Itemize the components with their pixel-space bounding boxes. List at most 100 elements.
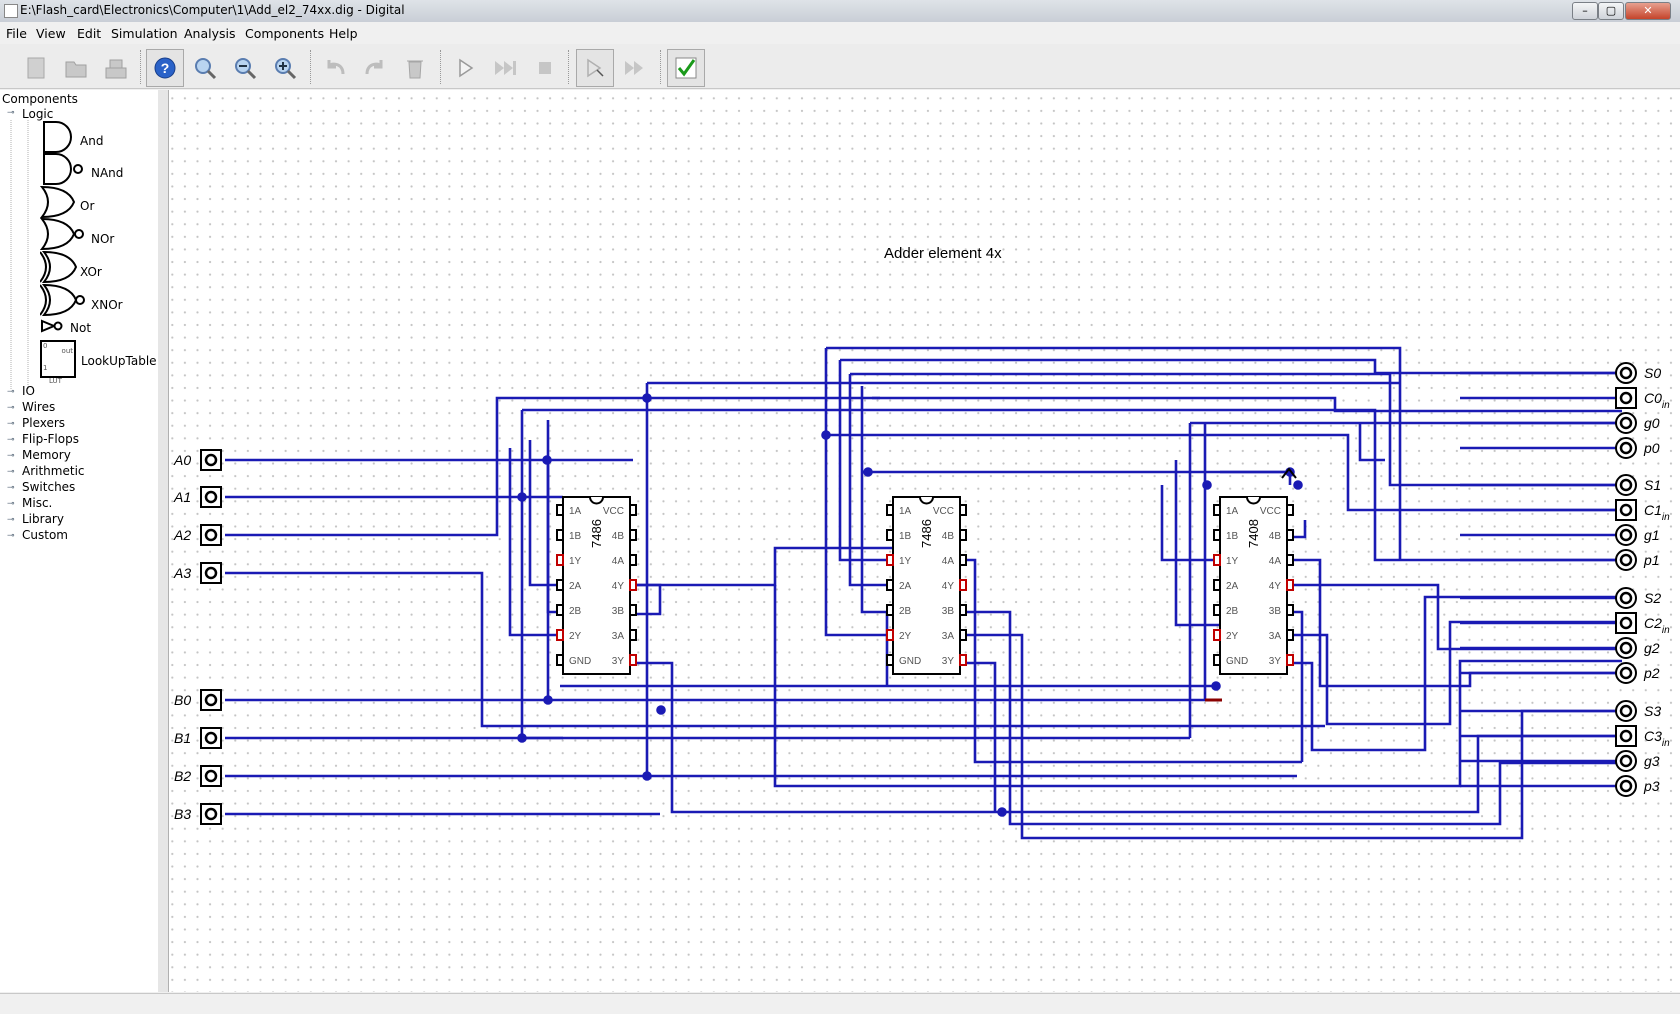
lut-icon[interactable]: out 0 1 LUT	[40, 340, 76, 385]
wire-net[interactable]	[225, 346, 1622, 840]
menu-simulation[interactable]: Simulation	[111, 26, 178, 41]
sidebar-item-xnor[interactable]: XNOr	[91, 298, 123, 312]
expand-icon[interactable]: ⊸	[7, 515, 15, 525]
xnor-gate-icon[interactable]	[40, 283, 90, 317]
tree-node-arithmetic[interactable]: Arithmetic	[22, 464, 85, 478]
tree-node-library[interactable]: Library	[22, 512, 64, 526]
ic-pin	[556, 529, 564, 541]
output-c3in[interactable]: C3in	[1615, 725, 1670, 749]
expand-icon[interactable]: ⊸	[7, 483, 15, 493]
output-s0[interactable]: S0	[1615, 362, 1661, 384]
splitter-handle[interactable]	[158, 90, 169, 992]
tree-node-wires[interactable]: Wires	[22, 400, 56, 414]
new-file-button[interactable]	[17, 49, 55, 87]
output-s2[interactable]: S2	[1615, 587, 1661, 609]
menu-analysis[interactable]: Analysis	[184, 26, 236, 41]
ic-pin	[959, 629, 967, 641]
single-step-button[interactable]	[576, 49, 614, 87]
input-a3[interactable]: A3	[173, 562, 222, 584]
nor-gate-icon[interactable]	[40, 217, 90, 251]
input-a0[interactable]: A0	[173, 449, 222, 471]
output-s3[interactable]: S3	[1615, 700, 1661, 722]
input-b2[interactable]: B2	[174, 765, 222, 787]
sidebar-item-and[interactable]: And	[80, 134, 104, 148]
menu-file[interactable]: File	[6, 26, 27, 41]
output-s1[interactable]: S1	[1615, 474, 1661, 496]
output-g2[interactable]: g2	[1615, 637, 1660, 659]
expand-icon[interactable]: ⊸	[7, 387, 15, 397]
start-simulation-button[interactable]	[446, 49, 484, 87]
run-fast-button[interactable]	[486, 49, 524, 87]
expand-icon[interactable]: ⊸	[7, 451, 15, 461]
maximize-button[interactable]: ▢	[1598, 2, 1624, 20]
close-button[interactable]: ✕	[1625, 2, 1671, 20]
expand-icon[interactable]: ⊸	[7, 419, 15, 429]
menu-help[interactable]: Help	[329, 26, 358, 41]
output-p3[interactable]: p3	[1615, 775, 1660, 797]
menu-edit[interactable]: Edit	[77, 26, 102, 41]
output-p0[interactable]: p0	[1615, 437, 1660, 459]
expand-icon[interactable]: ⊸	[7, 531, 15, 541]
input-a1[interactable]: A1	[173, 486, 222, 508]
tree-node-switches[interactable]: Switches	[22, 480, 76, 494]
output-c0in[interactable]: C0in	[1615, 387, 1670, 411]
and-gate-icon[interactable]	[40, 120, 90, 154]
output-p1[interactable]: p1	[1615, 549, 1660, 571]
zoom-in-button[interactable]	[266, 49, 304, 87]
zoom-out-button[interactable]	[226, 49, 264, 87]
zoom-fit-button[interactable]	[186, 49, 224, 87]
not-gate-icon[interactable]	[40, 318, 70, 334]
collapse-icon[interactable]: ⊸	[7, 108, 15, 118]
sidebar-item-lookuptable[interactable]: LookUpTable	[81, 354, 157, 368]
or-gate-icon[interactable]	[40, 185, 90, 219]
expand-icon[interactable]: ⊸	[7, 435, 15, 445]
sidebar-item-xor[interactable]: XOr	[80, 265, 102, 279]
menu-components[interactable]: Components	[245, 26, 325, 41]
stop-button[interactable]	[526, 49, 564, 87]
help-button[interactable]: ?	[146, 49, 184, 87]
open-button[interactable]	[57, 49, 95, 87]
nand-gate-icon[interactable]	[40, 152, 90, 186]
run-to-break-button[interactable]	[616, 49, 654, 87]
xor-gate-icon[interactable]	[40, 250, 90, 284]
input-b0[interactable]: B0	[174, 689, 222, 711]
sidebar-item-nand[interactable]: NAnd	[91, 166, 124, 180]
save-button[interactable]	[97, 49, 135, 87]
output-g3[interactable]: g3	[1615, 750, 1660, 772]
tree-node-logic[interactable]: Logic	[22, 107, 54, 121]
tree-node-io[interactable]: IO	[22, 384, 35, 398]
expand-icon[interactable]: ⊸	[7, 499, 15, 509]
expand-icon[interactable]: ⊸	[7, 467, 15, 477]
output-g1[interactable]: g1	[1615, 524, 1660, 546]
expand-icon[interactable]: ⊸	[7, 403, 15, 413]
redo-button[interactable]	[356, 49, 394, 87]
tree-node-plexers[interactable]: Plexers	[22, 416, 66, 430]
pin-label: 4Y	[942, 581, 955, 592]
sidebar-item-or[interactable]: Or	[80, 199, 95, 213]
undo-button[interactable]	[316, 49, 354, 87]
output-g0[interactable]: g0	[1615, 412, 1660, 434]
minimize-button[interactable]: –	[1572, 2, 1598, 20]
output-c2in[interactable]: C2in	[1615, 612, 1670, 636]
menu-view[interactable]: View	[36, 26, 66, 41]
verify-tests-button[interactable]	[667, 49, 705, 87]
tree-node-memory[interactable]: Memory	[22, 448, 71, 462]
tree-node-custom[interactable]: Custom	[22, 528, 68, 542]
input-b1[interactable]: B1	[174, 727, 222, 749]
sidebar-item-nor[interactable]: NOr	[91, 232, 115, 246]
tree-node-flip-flops[interactable]: Flip-Flops	[22, 432, 79, 446]
tree-node-misc[interactable]: Misc.	[22, 496, 53, 510]
pin-label: 1A	[569, 506, 582, 517]
input-a2[interactable]: A2	[173, 524, 222, 546]
input-b3[interactable]: B3	[174, 803, 222, 825]
output-c1in[interactable]: C1in	[1615, 499, 1670, 523]
sidebar-item-not[interactable]: Not	[70, 321, 92, 335]
output-p2[interactable]: p2	[1615, 662, 1660, 684]
delete-button[interactable]	[396, 49, 434, 87]
